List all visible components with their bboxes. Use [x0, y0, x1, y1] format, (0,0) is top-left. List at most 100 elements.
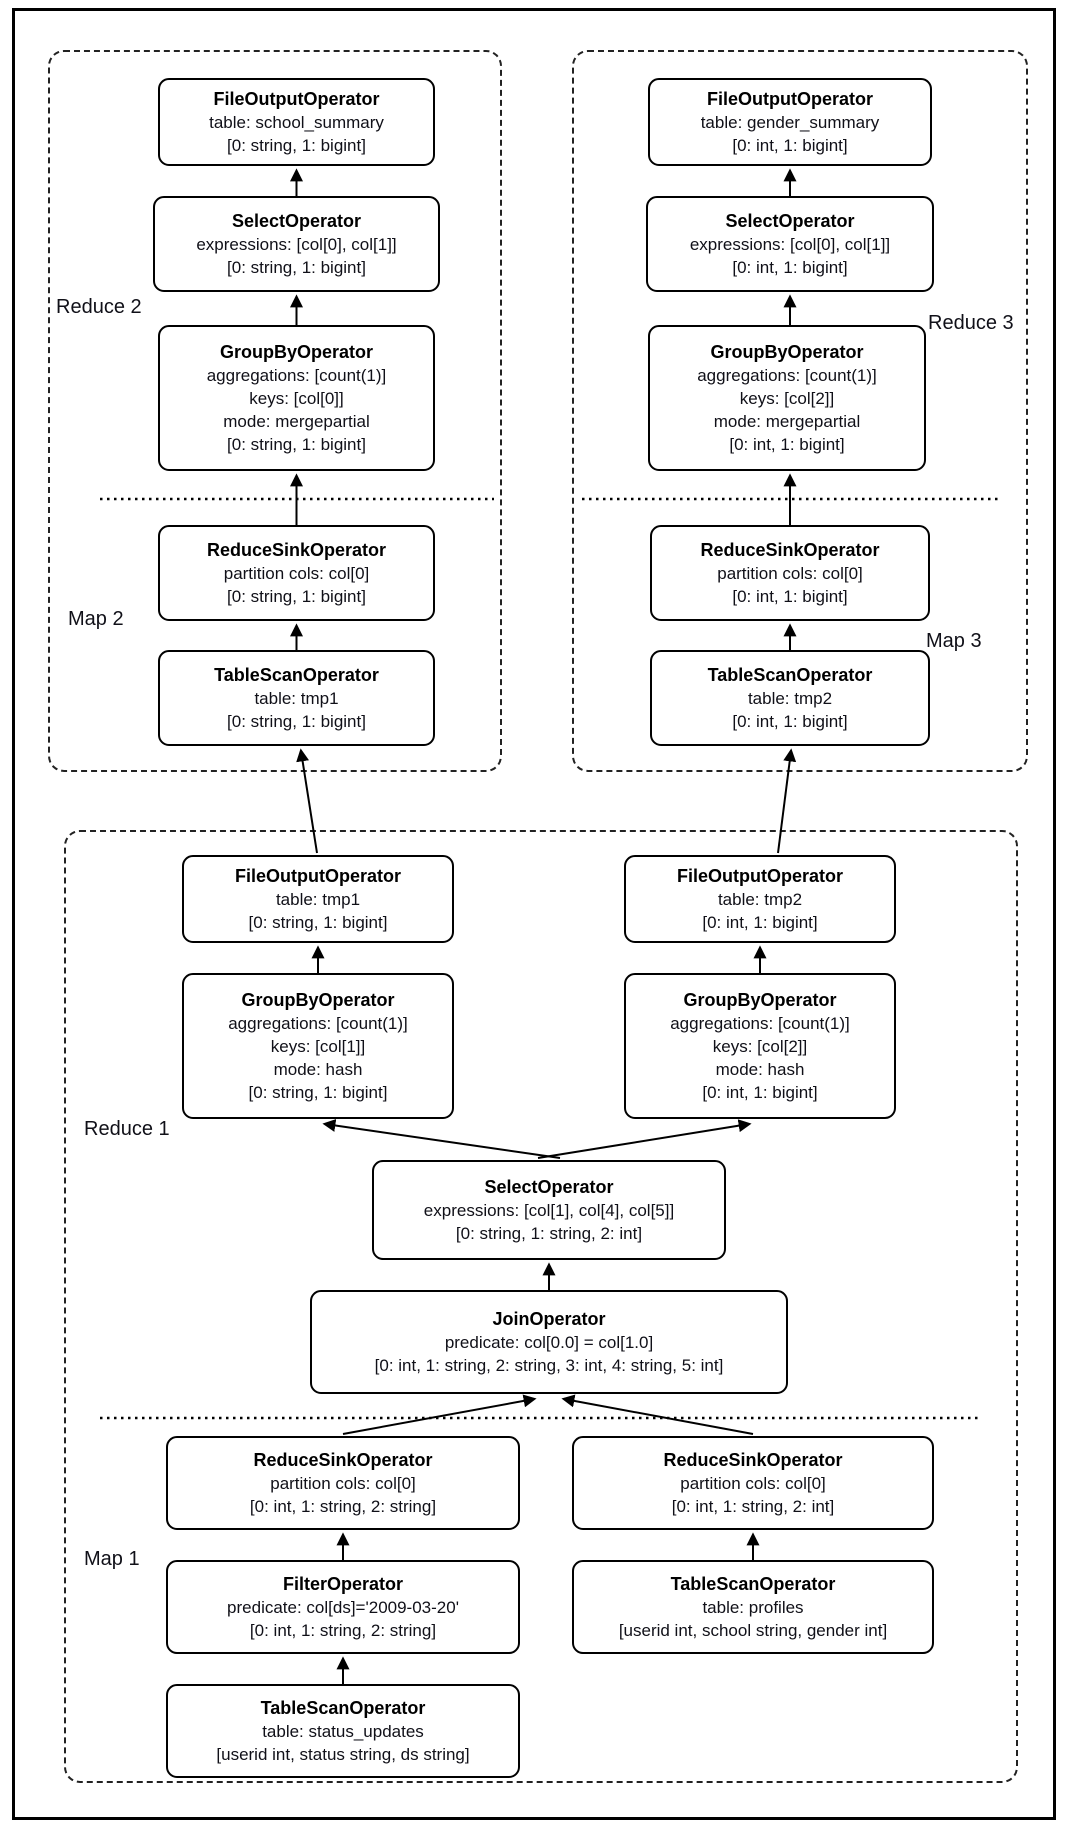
operator-line: partition cols: col[0] [717, 563, 863, 583]
operator-line: [0: int, 1: bigint] [732, 586, 848, 606]
operator-line: expressions: [col[1], col[4], col[5]] [423, 1200, 675, 1220]
operator-node-r3-sel: SelectOperator expressions: [col[0], col[… [646, 196, 934, 292]
operator-node-r1-gb1: GroupByOperator aggregations: [count(1)] k… [182, 973, 454, 1119]
operator-node-r3-fo: FileOutputOperator table: gender_summary [… [648, 78, 932, 166]
operator-line: [userid int, status string, ds string] [216, 1744, 470, 1764]
operator-title: GroupByOperator [219, 341, 374, 362]
operator-title: JoinOperator [492, 1308, 606, 1329]
operator-line: table: profiles [702, 1597, 804, 1617]
operator-node-r1-gb2: GroupByOperator aggregations: [count(1)] k… [624, 973, 896, 1119]
operator-line: predicate: col[0.0] = col[1.0] [444, 1332, 654, 1352]
operator-title: GroupByOperator [683, 989, 837, 1010]
operator-title: FileOutputOperator [677, 865, 843, 886]
operator-line: [0: int, 1: string, 2: int] [671, 1496, 835, 1516]
operator-line: table: tmp2 [717, 889, 803, 909]
operator-line: partition cols: col[0] [223, 563, 370, 583]
operator-title: TableScanOperator [670, 1573, 836, 1594]
operator-node-m1-ts2: TableScanOperator table: profiles [userid … [572, 1560, 934, 1654]
operator-line: table: tmp2 [747, 688, 833, 708]
operator-title: FileOutputOperator [213, 88, 380, 109]
operator-line: table: school_summary [209, 112, 384, 132]
figure-frame [12, 8, 1056, 1820]
operator-line: mode: mergepartial [713, 411, 861, 431]
operator-title: ReduceSinkOperator [700, 539, 880, 560]
operator-line: [0: int, 1: string, 2: string, 3: int, 4… [374, 1355, 724, 1375]
operator-node-m3-ts: TableScanOperator table: tmp2 [0: int, 1: … [650, 650, 930, 746]
operator-title: TableScanOperator [214, 664, 379, 685]
operator-line: keys: [col[2]] [739, 388, 835, 408]
operator-line: [0: string, 1: bigint] [227, 135, 366, 155]
label-reduce3: Reduce 3 [928, 312, 1014, 334]
label-map3: Map 3 [926, 630, 982, 652]
operator-line: [0: string, 1: bigint] [227, 586, 366, 606]
operator-line: [0: string, 1: bigint] [248, 1082, 388, 1102]
operator-line: keys: [col[2]] [712, 1036, 808, 1056]
stage-group-map3-reduce3 [572, 50, 1028, 772]
operator-node-m2-ts: TableScanOperator table: tmp1 [0: string, … [158, 650, 435, 746]
operator-line: keys: [col[0]] [249, 388, 344, 408]
operator-title: SelectOperator [231, 210, 362, 231]
label-reduce2: Reduce 2 [56, 296, 142, 318]
operator-line: mode: hash [273, 1059, 363, 1079]
operator-node-r1-fo2: FileOutputOperator table: tmp2 [0: int, 1:… [624, 855, 896, 943]
operator-line: [0: int, 1: bigint] [702, 1082, 818, 1102]
operator-line: keys: [col[1]] [270, 1036, 366, 1056]
operator-node-m1-rs2: ReduceSinkOperator partition cols: col[0]… [572, 1436, 934, 1530]
operator-line: partition cols: col[0] [680, 1473, 826, 1493]
label-reduce1: Reduce 1 [84, 1118, 170, 1140]
operator-title: ReduceSinkOperator [663, 1449, 843, 1470]
operator-node-r1-sel: SelectOperator expressions: [col[1], col[… [372, 1160, 726, 1260]
operator-line: table: tmp1 [254, 688, 339, 708]
operator-line: [0: string, 1: bigint] [248, 912, 388, 932]
operator-line: predicate: col[ds]='2009-03-20' [227, 1597, 459, 1617]
operator-title: ReduceSinkOperator [253, 1449, 433, 1470]
operator-line: expressions: [col[0], col[1]] [689, 234, 891, 254]
operator-node-r2-gb: GroupByOperator aggregations: [count(1)] k… [158, 325, 435, 471]
operator-title: GroupByOperator [710, 341, 864, 362]
operator-title: SelectOperator [484, 1176, 614, 1197]
label-map1: Map 1 [84, 1548, 140, 1570]
operator-line: [0: string, 1: bigint] [227, 257, 366, 277]
operator-line: aggregations: [count(1)] [228, 1013, 408, 1033]
operator-line: [0: int, 1: string, 2: string] [249, 1496, 437, 1516]
operator-line: [0: int, 1: bigint] [702, 912, 818, 932]
operator-node-r2-fo: FileOutputOperator table: school_summary [… [158, 78, 435, 166]
operator-line: [0: int, 1: bigint] [732, 257, 848, 277]
operator-title: SelectOperator [725, 210, 855, 231]
operator-title: GroupByOperator [241, 989, 395, 1010]
operator-node-m1-rs1: ReduceSinkOperator partition cols: col[0]… [166, 1436, 520, 1530]
operator-node-r1-fo1: FileOutputOperator table: tmp1 [0: string,… [182, 855, 454, 943]
stage-group-map1-reduce1 [64, 830, 1018, 1783]
operator-line: aggregations: [count(1)] [206, 365, 387, 385]
operator-line: aggregations: [count(1)] [670, 1013, 850, 1033]
operator-node-m1-ts1: TableScanOperator table: status_updates [u… [166, 1684, 520, 1778]
operator-title: TableScanOperator [260, 1697, 426, 1718]
operator-node-m1-filter: FilterOperator predicate: col[ds]='2009-0… [166, 1560, 520, 1654]
operator-line: table: gender_summary [700, 112, 880, 132]
operator-node-r3-gb: GroupByOperator aggregations: [count(1)] k… [648, 325, 926, 471]
operator-line: [0: string, 1: bigint] [227, 434, 366, 454]
stage-group-map2-reduce2 [48, 50, 502, 772]
operator-title: FileOutputOperator [707, 88, 873, 109]
operator-title: TableScanOperator [707, 664, 873, 685]
operator-title: FilterOperator [282, 1573, 404, 1594]
operator-title: FileOutputOperator [235, 865, 401, 886]
operator-line: [0: string, 1: bigint] [227, 711, 366, 731]
operator-line: aggregations: [count(1)] [697, 365, 877, 385]
operator-line: [0: int, 1: bigint] [732, 135, 848, 155]
operator-node-m3-rs: ReduceSinkOperator partition cols: col[0]… [650, 525, 930, 621]
operator-line: expressions: [col[0], col[1]] [196, 234, 397, 254]
operator-line: [0: string, 1: string, 2: int] [455, 1223, 643, 1243]
operator-line: table: tmp1 [275, 889, 361, 909]
operator-line: [0: int, 1: bigint] [732, 711, 848, 731]
operator-line: table: status_updates [262, 1721, 424, 1741]
operator-line: mode: hash [715, 1059, 805, 1079]
operator-line: partition cols: col[0] [270, 1473, 416, 1493]
operator-node-r2-sel: SelectOperator expressions: [col[0], col[… [153, 196, 440, 292]
operator-node-r1-join: JoinOperator predicate: col[0.0] = col[1.… [310, 1290, 788, 1394]
operator-line: [userid int, school string, gender int] [618, 1620, 888, 1640]
label-map2: Map 2 [68, 608, 124, 630]
operator-line: [0: int, 1: bigint] [729, 434, 845, 454]
